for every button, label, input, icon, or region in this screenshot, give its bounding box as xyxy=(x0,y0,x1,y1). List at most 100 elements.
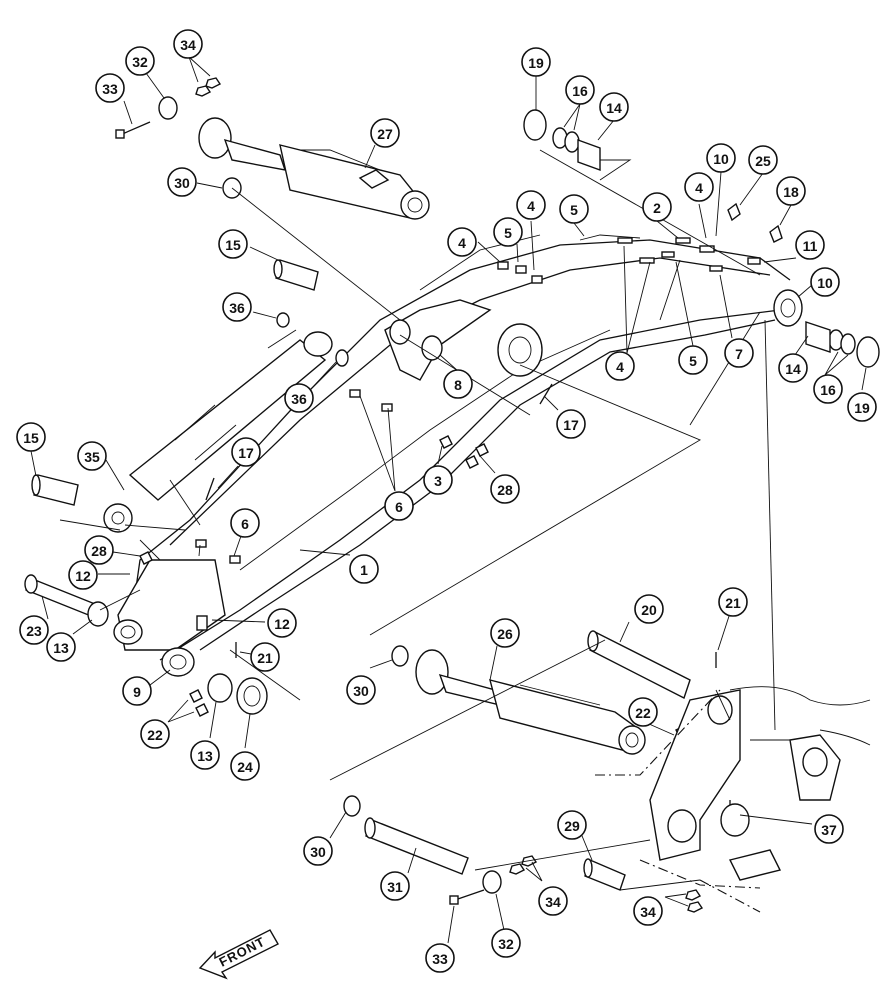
callout-number: 3 xyxy=(434,473,442,489)
callout-number: 26 xyxy=(497,626,513,642)
callout-number: 16 xyxy=(572,83,588,99)
callout-5: 5 xyxy=(559,194,589,224)
callout-circle xyxy=(516,190,546,220)
callout-arrows xyxy=(30,56,867,944)
callout-circle xyxy=(68,560,98,590)
callout-number: 34 xyxy=(545,894,561,910)
callout-circle xyxy=(267,608,297,638)
callout-circle xyxy=(706,143,736,173)
callout-number: 34 xyxy=(640,904,656,920)
callout-number: 21 xyxy=(257,650,273,666)
callout-number: 17 xyxy=(563,417,579,433)
callout-circle xyxy=(628,697,658,727)
callout-number: 32 xyxy=(132,54,148,70)
callout-number: 17 xyxy=(238,445,254,461)
callout-14: 14 xyxy=(778,353,808,383)
callout-32: 32 xyxy=(491,928,521,958)
callout-26: 26 xyxy=(490,618,520,648)
callout-circle xyxy=(678,345,708,375)
callout-4: 4 xyxy=(605,351,635,381)
boom-cylinder-lower xyxy=(415,649,646,755)
callout-circle xyxy=(490,618,520,648)
callout-number: 36 xyxy=(229,300,245,316)
callout-circle xyxy=(384,491,414,521)
callout-circle xyxy=(370,118,400,148)
callout-number: 5 xyxy=(689,353,697,369)
callout-number: 2 xyxy=(653,200,661,216)
callout-21: 21 xyxy=(250,642,280,672)
callout-circle xyxy=(425,943,455,973)
callout-22: 22 xyxy=(628,697,658,727)
callout-25: 25 xyxy=(748,145,778,175)
callout-21: 21 xyxy=(718,587,748,617)
callout-12: 12 xyxy=(267,608,297,638)
callout-circle xyxy=(538,886,568,916)
callout-number: 18 xyxy=(783,184,799,200)
callout-number: 4 xyxy=(616,359,624,375)
boom-assembly xyxy=(113,234,803,677)
callout-number: 22 xyxy=(147,727,163,743)
callout-36: 36 xyxy=(222,292,252,322)
callout-number: 14 xyxy=(606,100,622,116)
callout-circle xyxy=(491,928,521,958)
callout-circle xyxy=(684,172,714,202)
callout-number: 1 xyxy=(360,562,368,578)
callout-circle xyxy=(231,437,261,467)
callout-number: 19 xyxy=(528,55,544,71)
callout-circle xyxy=(230,508,260,538)
callout-number: 34 xyxy=(180,37,196,53)
callout-17: 17 xyxy=(231,437,261,467)
callout-15: 15 xyxy=(218,229,248,259)
callout-37: 37 xyxy=(814,814,844,844)
callout-number: 4 xyxy=(695,180,703,196)
callout-5: 5 xyxy=(678,345,708,375)
callout-number: 20 xyxy=(641,602,657,618)
callout-circle xyxy=(718,587,748,617)
callout-10: 10 xyxy=(706,143,736,173)
callout-circle xyxy=(77,441,107,471)
callout-number: 28 xyxy=(497,482,513,498)
callout-number: 16 xyxy=(820,382,836,398)
callout-circle xyxy=(167,167,197,197)
callout-number: 24 xyxy=(237,759,253,775)
callout-number: 36 xyxy=(291,391,307,407)
callout-34: 34 xyxy=(173,29,203,59)
callout-circle xyxy=(633,896,663,926)
callout-circle xyxy=(250,642,280,672)
callout-circle xyxy=(724,338,754,368)
callout-number: 21 xyxy=(725,595,741,611)
callout-circle xyxy=(565,75,595,105)
callout-17: 17 xyxy=(556,409,586,439)
callout-30: 30 xyxy=(167,167,197,197)
callout-19: 19 xyxy=(847,392,877,422)
callout-number: 12 xyxy=(274,616,290,632)
callout-circle xyxy=(443,369,473,399)
callout-number: 4 xyxy=(458,235,466,251)
callout-circle xyxy=(814,814,844,844)
callout-circle xyxy=(222,292,252,322)
callout-circle xyxy=(173,29,203,59)
callout-7: 7 xyxy=(724,338,754,368)
callout-circle xyxy=(125,46,155,76)
callout-number: 5 xyxy=(570,202,578,218)
callout-27: 27 xyxy=(370,118,400,148)
callout-number: 12 xyxy=(75,568,91,584)
callout-31: 31 xyxy=(380,871,410,901)
callout-circle xyxy=(423,465,453,495)
callout-circle xyxy=(559,194,589,224)
callout-number: 13 xyxy=(197,748,213,764)
callout-number: 6 xyxy=(241,516,249,532)
callout-number: 30 xyxy=(353,683,369,699)
boom-cylinder-left xyxy=(103,329,333,533)
callout-11: 11 xyxy=(795,230,825,260)
callout-circle xyxy=(778,353,808,383)
callout-number: 8 xyxy=(454,377,462,393)
callout-circle xyxy=(776,176,806,206)
callout-number: 23 xyxy=(26,623,42,639)
callout-circle xyxy=(556,409,586,439)
callout-number: 7 xyxy=(735,346,743,362)
callout-13: 13 xyxy=(190,740,220,770)
callout-circle xyxy=(140,719,170,749)
callout-16: 16 xyxy=(813,374,843,404)
